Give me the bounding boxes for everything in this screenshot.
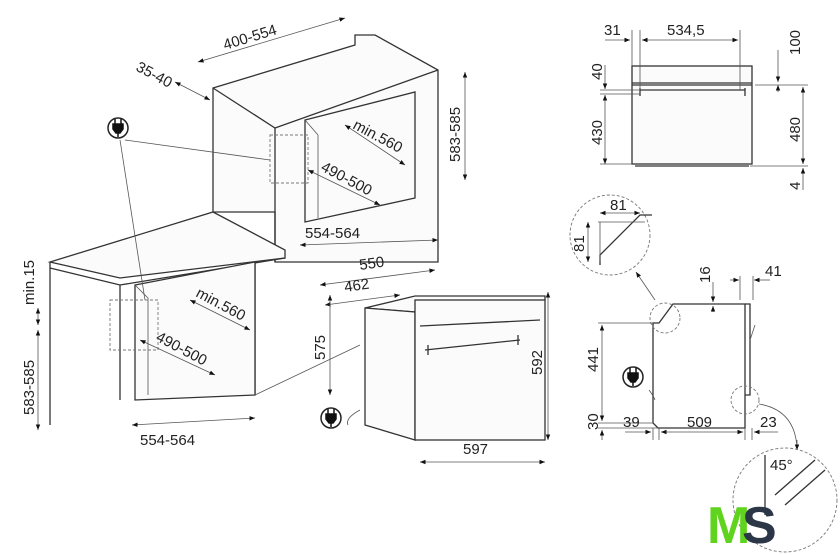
oven-perspective <box>347 295 546 441</box>
oven-front-view <box>600 30 808 190</box>
dim-rear-offset: 39 <box>623 414 640 431</box>
dim-bottom-offset: 30 <box>585 413 602 430</box>
dim-top-gap: min.15 <box>21 260 38 305</box>
dimension-lines <box>35 17 551 465</box>
svg-text:M: M <box>707 497 747 555</box>
dim-chamfer-height: 81 <box>571 235 588 252</box>
svg-text:S: S <box>742 497 775 555</box>
detail-circle-chamfer <box>569 194 651 276</box>
dim-front-body-height: 480 <box>787 117 804 142</box>
plug-icon <box>107 117 271 301</box>
dim-base-height: 583-585 <box>21 360 38 415</box>
dim-front-top-offset: 100 <box>787 30 804 55</box>
dim-base-opening-width: 554-564 <box>140 432 195 449</box>
ms-logo: M S <box>707 497 781 555</box>
dim-side-body-depth: 509 <box>687 414 712 431</box>
dim-top-lip: 16 <box>697 266 714 283</box>
dim-oven-front-width: 597 <box>463 441 488 458</box>
dim-front-door-height: 430 <box>589 120 606 145</box>
dim-door-depth: 41 <box>765 263 782 280</box>
plug-icon <box>622 366 644 388</box>
dim-oven-body-height: 575 <box>312 335 329 360</box>
dim-wall-height: 583-585 <box>447 107 464 162</box>
dim-front-panel-height: 40 <box>589 63 606 80</box>
dim-front-inner-width: 534,5 <box>667 22 705 39</box>
dim-oven-front-height: 592 <box>529 350 546 375</box>
dim-oven-total-depth: 550 <box>358 254 385 274</box>
plug-icon <box>320 407 342 429</box>
dim-rear-gap: 35-40 <box>133 59 175 92</box>
socket-area-lower <box>109 299 159 351</box>
dim-angle: 45° <box>770 457 793 474</box>
socket-area-upper <box>269 134 309 184</box>
oven-side-view <box>569 194 838 553</box>
dim-front-side-offset: 31 <box>604 22 621 39</box>
detail-circle-angle <box>732 447 838 553</box>
dim-chamfer-width: 81 <box>610 197 627 214</box>
dim-side-body-height: 441 <box>585 347 602 372</box>
dim-front-offset: 23 <box>760 414 777 431</box>
dim-front-foot-height: 4 <box>787 182 804 190</box>
dim-wall-width: 400-554 <box>221 21 279 53</box>
dim-wall-opening-width: 554-564 <box>305 225 360 242</box>
dim-oven-body-depth: 462 <box>343 276 370 296</box>
